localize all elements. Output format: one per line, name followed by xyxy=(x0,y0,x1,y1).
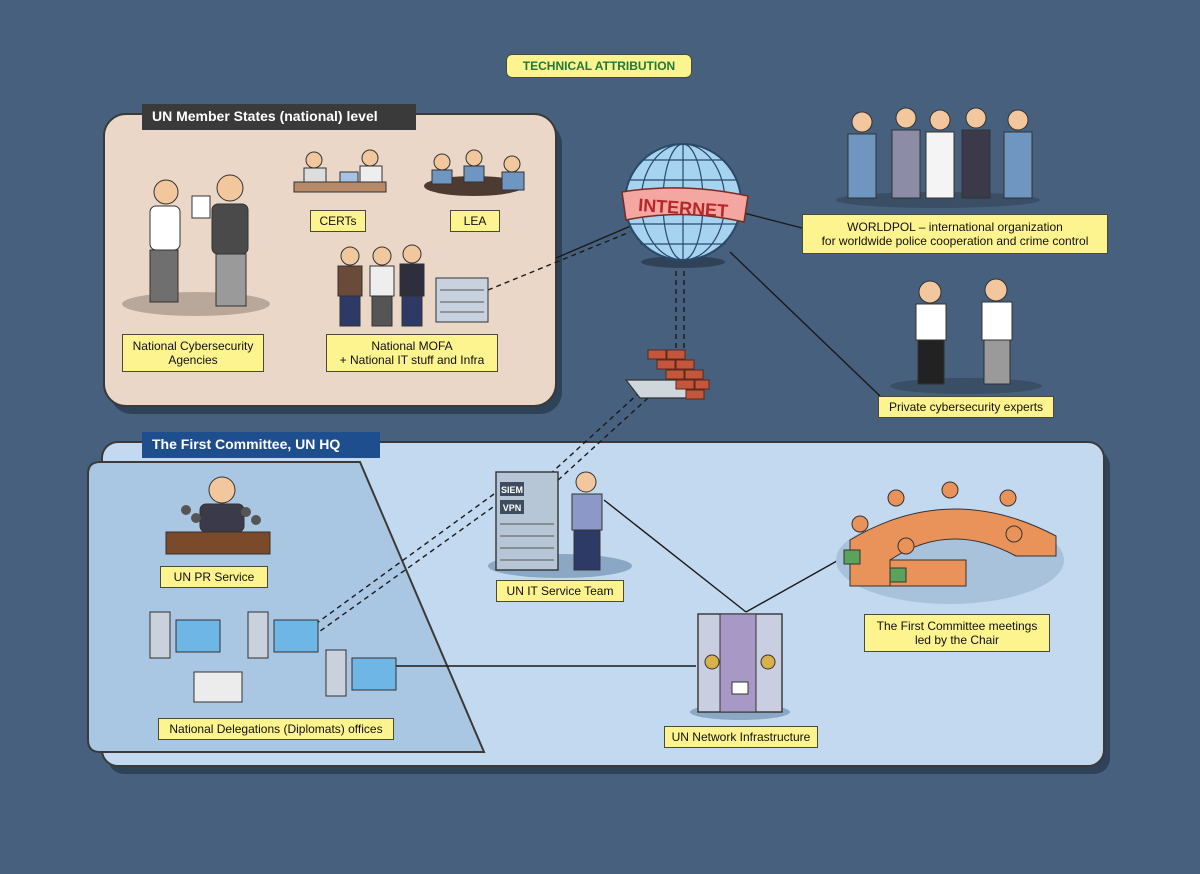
link-firewall-siem-a xyxy=(547,391,641,477)
mofa-line2: + National IT stuff and Infra xyxy=(339,353,485,367)
siem-server xyxy=(488,471,632,578)
mofa-label: National MOFA + National IT stuff and In… xyxy=(326,334,498,372)
internet-globe xyxy=(621,143,749,268)
link-internet-mofa xyxy=(487,231,631,291)
worldpol-line1: WORLDPOL – international organization xyxy=(847,220,1063,234)
technical-attribution-title: TECHNICAL ATTRIBUTION xyxy=(506,54,692,78)
link-siem-delegations-a xyxy=(309,493,495,629)
lea-label: LEA xyxy=(450,210,500,232)
link-internet-private xyxy=(729,251,881,397)
pr-service-figure xyxy=(165,476,271,555)
connections xyxy=(309,211,881,667)
national-level-title: UN Member States (national) level xyxy=(142,104,416,130)
link-firewall-siem-b xyxy=(555,397,649,483)
certs-label: CERTs xyxy=(310,210,366,232)
delegations-computers xyxy=(149,611,397,703)
national-delegations-label: National Delegations (Diplomats) offices xyxy=(158,718,394,740)
un-pr-service-label: UN PR Service xyxy=(160,566,268,588)
first-committee-title: The First Committee, UN HQ xyxy=(142,432,380,458)
cyber-agencies-line2: Agencies xyxy=(168,353,218,367)
meeting-table xyxy=(836,481,1064,604)
firewall-icon xyxy=(624,349,710,400)
private-experts-figures xyxy=(890,278,1042,394)
cyber-agencies-figures xyxy=(122,174,270,316)
meetings-line1: The First Committee meetings xyxy=(876,619,1038,633)
cyber-agencies-line1: National Cybersecurity xyxy=(132,339,254,353)
link-siem-delegations-b xyxy=(315,501,501,635)
lea-figures xyxy=(424,149,525,196)
first-committee-meetings-label: The First Committee meetings led by the … xyxy=(864,614,1050,652)
worldpol-figures xyxy=(836,107,1040,208)
un-it-service-team-label: UN IT Service Team xyxy=(496,580,624,602)
certs-figures xyxy=(293,149,387,193)
network-infrastructure xyxy=(690,613,790,720)
link-itteam-network xyxy=(603,499,747,613)
siem-tag: SIEM xyxy=(501,485,523,495)
link-internet-national xyxy=(555,221,641,259)
worldpol-line2: for worldwide police cooperation and cri… xyxy=(821,234,1089,248)
private-experts-label: Private cybersecurity experts xyxy=(878,396,1054,418)
worldpol-label: WORLDPOL – international organization fo… xyxy=(802,214,1108,254)
mofa-figures xyxy=(337,244,489,327)
mofa-line1: National MOFA xyxy=(371,339,453,353)
national-cybersecurity-agencies-label: National Cybersecurity Agencies xyxy=(122,334,264,372)
meetings-line2: led by the Chair xyxy=(914,633,1000,647)
un-network-infrastructure-label: UN Network Infrastructure xyxy=(664,726,818,748)
link-internet-worldpol xyxy=(739,211,803,229)
vpn-tag: VPN xyxy=(503,503,522,513)
